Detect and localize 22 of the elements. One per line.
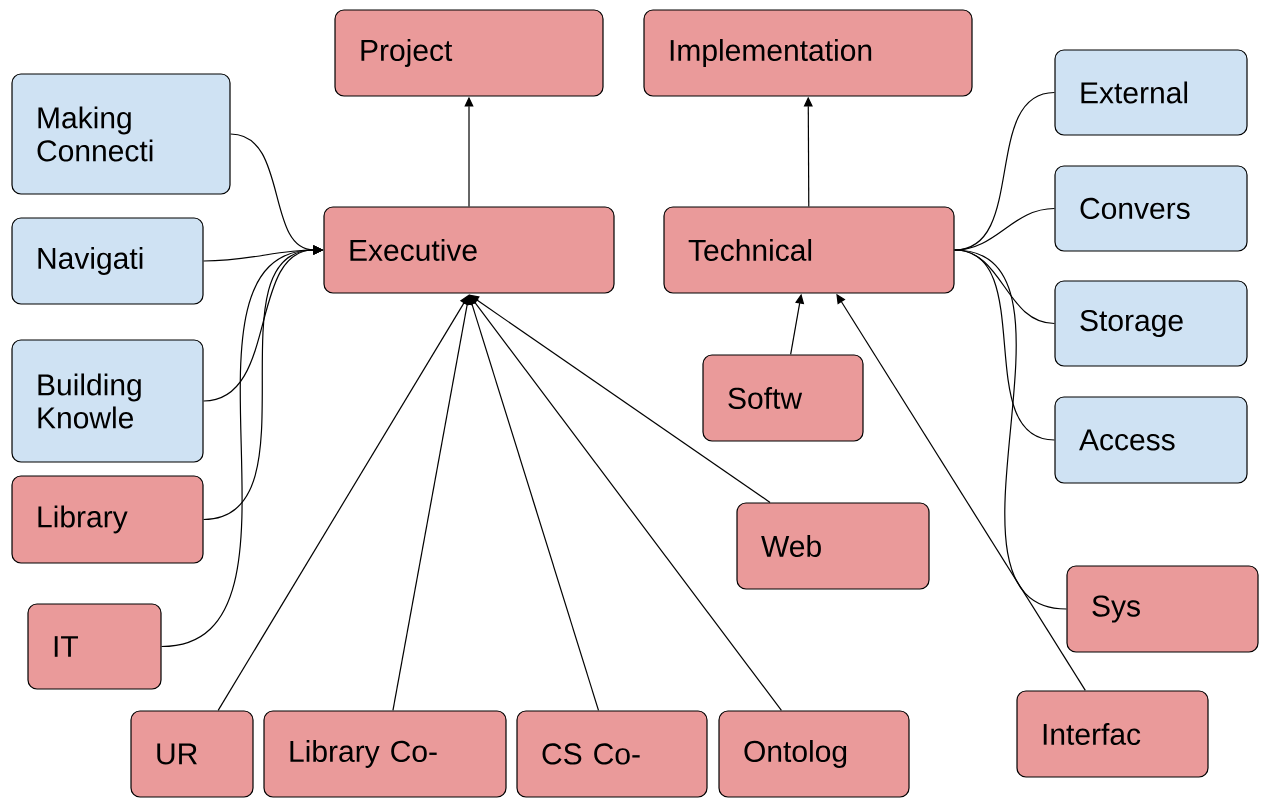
process-box: Interfac: [1016, 690, 1209, 778]
process-box: Storage: [1054, 280, 1248, 367]
process-box: Making Connecti: [11, 73, 231, 195]
arrow: [469, 294, 771, 503]
process-box: CS Co-: [516, 710, 708, 798]
process-box: Sys: [1066, 565, 1259, 653]
process-box: Project: [334, 9, 604, 97]
process-box: Navigati: [11, 217, 204, 305]
process-box: Web: [736, 502, 930, 590]
process-box: Access: [1054, 396, 1248, 484]
process-box: Technical: [663, 206, 955, 294]
process-box: Convers: [1054, 165, 1248, 252]
process-box: Ontolog: [718, 710, 910, 798]
process-box: UR: [130, 710, 254, 798]
process-box: Library Co-: [263, 710, 507, 798]
process-box: Softw: [702, 354, 864, 442]
process-box: External: [1054, 49, 1248, 136]
process-box: Implementation: [643, 9, 973, 97]
process-box: Building Knowle: [11, 339, 204, 463]
process-box: Library: [11, 475, 204, 564]
process-box: IT: [27, 603, 162, 690]
process-box: Executive: [323, 206, 615, 294]
